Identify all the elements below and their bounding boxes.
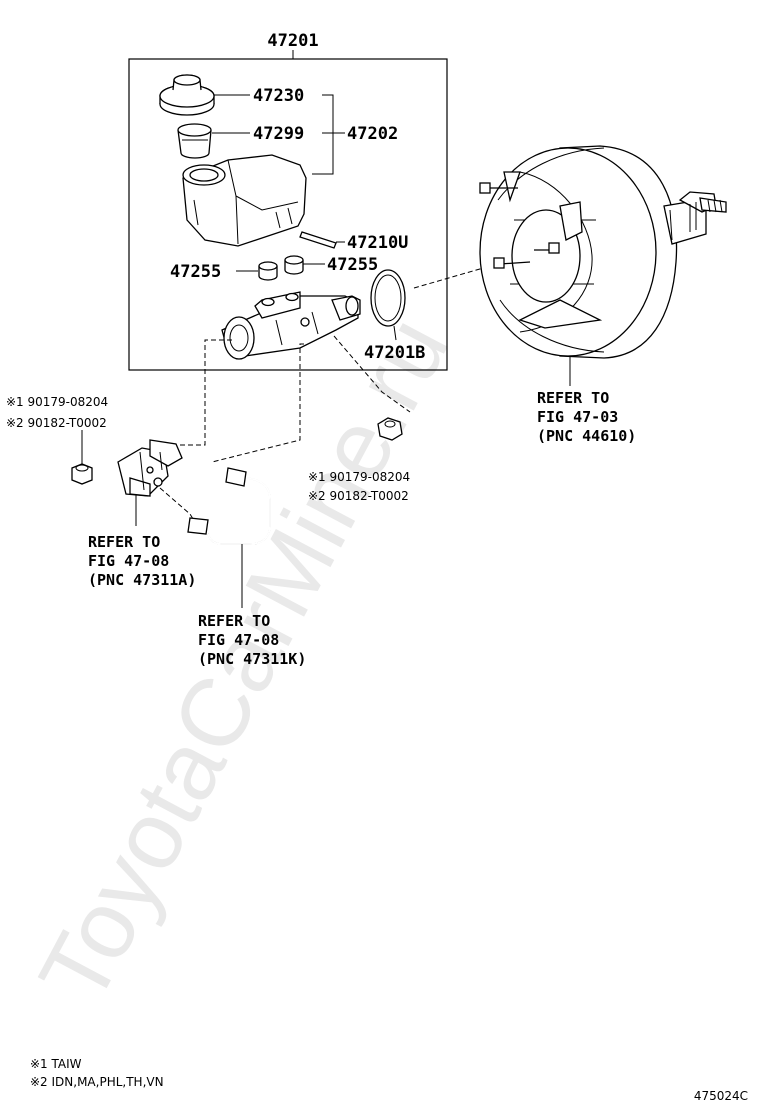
nut-left-line2[interactable]: ※2 90182-T0002	[6, 416, 107, 430]
assembly-frame	[128, 58, 448, 371]
refer-booster-line1[interactable]: REFER TO	[537, 389, 609, 407]
nut-left-line1[interactable]: ※1 90179-08204	[6, 395, 108, 409]
reservoir-cap-icon	[159, 74, 215, 116]
master-cylinder-icon	[221, 291, 361, 360]
leader-47202-bracket	[312, 94, 334, 175]
figure-id: 475024C	[694, 1089, 748, 1103]
grommet-left-icon	[258, 261, 278, 281]
nut-right-line2[interactable]: ※2 90182-T0002	[308, 489, 409, 503]
proportioning-valve-icon	[117, 439, 183, 497]
nut-right-line1[interactable]: ※1 90179-08204	[308, 470, 410, 484]
refer-tube-line2[interactable]: FIG 47-08	[198, 631, 279, 649]
dashed-line-nut	[333, 335, 411, 413]
part-number-47201B[interactable]: 47201B	[364, 343, 425, 363]
refer-booster-line3[interactable]: (PNC 44610)	[537, 427, 636, 445]
part-number-47299[interactable]: 47299	[253, 124, 304, 144]
brake-booster-icon	[479, 145, 727, 359]
refer-valve-line2[interactable]: FIG 47-08	[88, 552, 169, 570]
part-number-47230[interactable]: 47230	[253, 86, 304, 106]
refer-tube-line3[interactable]: (PNC 47311K)	[198, 650, 306, 668]
reservoir-pin-icon	[299, 231, 337, 249]
brake-tube-icon	[187, 467, 271, 545]
leader-47201B	[393, 325, 397, 341]
refer-valve-line3[interactable]: (PNC 47311A)	[88, 571, 196, 589]
grommet-right-icon	[284, 255, 304, 275]
part-number-47201[interactable]: 47201	[267, 31, 318, 51]
part-number-47255-right[interactable]: 47255	[327, 255, 378, 275]
o-ring-icon	[370, 269, 406, 327]
part-number-47202[interactable]: 47202	[347, 124, 398, 144]
refer-tube-line1[interactable]: REFER TO	[198, 612, 270, 630]
strainer-icon	[177, 123, 212, 159]
nut-right-icon	[377, 417, 403, 441]
dashed-line-tube	[211, 343, 304, 463]
refer-booster-line2[interactable]: FIG 47-03	[537, 408, 618, 426]
refer-valve-line1[interactable]: REFER TO	[88, 533, 160, 551]
dashed-line-valve	[170, 339, 232, 446]
nut-left-icon	[71, 463, 93, 485]
part-number-47210U[interactable]: 47210U	[347, 233, 408, 253]
reservoir-tank-icon	[182, 154, 307, 247]
footnote-2: ※2 IDN,MA,PHL,TH,VN	[30, 1075, 164, 1089]
footnote-1: ※1 TAIW	[30, 1057, 82, 1071]
part-number-47255-left[interactable]: 47255	[170, 262, 221, 282]
